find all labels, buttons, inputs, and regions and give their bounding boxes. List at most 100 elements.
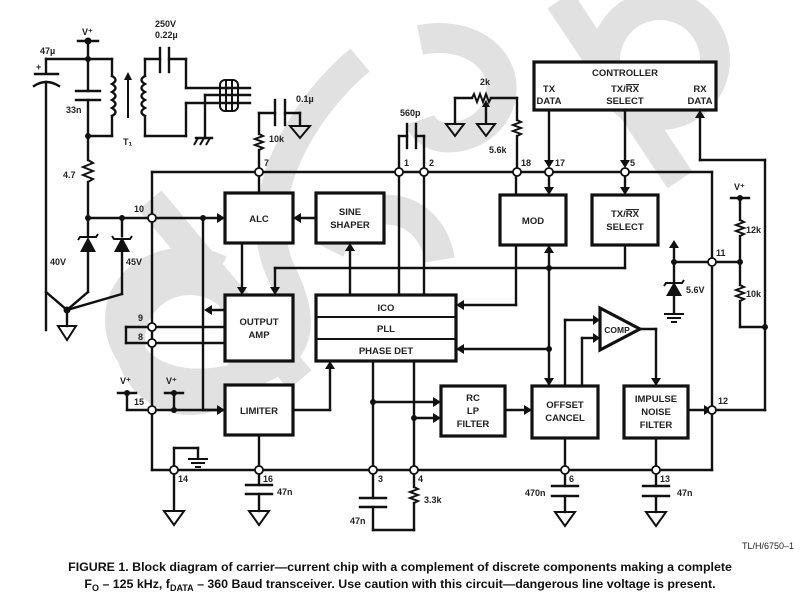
res-3-3k-label: 3.3k: [424, 495, 443, 505]
pin-6-node: [560, 465, 570, 475]
pin-17-label: 17: [555, 158, 565, 168]
controller-block: CONTROLLER TX DATA TX/RX SELECT RX DATA: [532, 60, 718, 112]
line-coupling-network: [32, 37, 252, 342]
controller-rx-data-2: DATA: [688, 96, 713, 107]
pin-1-label: 1: [404, 158, 409, 168]
zener-40v-label: 40V: [50, 257, 66, 267]
res-10k-divider-label: 10k: [746, 289, 762, 299]
cap-33n-label: 33n: [66, 105, 82, 115]
pin-12-label: 12: [718, 396, 728, 406]
cap-560p-label: 560p: [400, 108, 421, 118]
pin-18-node: [512, 167, 522, 177]
pin-8-node: [147, 338, 157, 348]
cap-47n-pin13-label: 47n: [677, 488, 693, 498]
pin-1-node: [394, 167, 404, 177]
vplus-pin15-label: V⁺: [120, 376, 131, 386]
pin-4-node: [409, 465, 419, 475]
controller-title: CONTROLLER: [592, 68, 658, 79]
pin-3-node: [368, 465, 378, 475]
txrx-select-label-1: TX/RX: [611, 209, 640, 220]
rc-lp-label-3: FILTER: [457, 419, 490, 430]
pin-16-node: [254, 465, 264, 475]
pin-3-label: 3: [378, 474, 383, 484]
res-12k-label: 12k: [746, 225, 762, 235]
controller-tx-data-1: TX: [543, 84, 556, 95]
pin-9-label: 9: [138, 313, 143, 323]
impulse-noise-filter-block: IMPULSE NOISE FILTER: [622, 384, 690, 440]
mod-label: MOD: [522, 216, 544, 227]
pin-17-node: [544, 167, 554, 177]
vplus-top-label: V⁺: [82, 27, 93, 37]
impulse-label-3: FILTER: [640, 420, 673, 431]
pin-nodes: [147, 167, 717, 475]
top-external-components: [252, 91, 768, 330]
pin-11-node: [707, 257, 717, 267]
caption-freq-text: – 125 kHz, f: [99, 577, 170, 591]
output-amp-block: OUTPUT AMP: [223, 293, 295, 363]
caption-f-subscript: O: [91, 583, 99, 593]
pin-18-label: 18: [521, 158, 531, 168]
pin-14-node: [169, 465, 179, 475]
controller-rx-data-1: RX: [693, 84, 707, 95]
cap-250v-label: 250V: [155, 19, 176, 29]
cap-470n-label: 470n: [525, 488, 546, 498]
res-10k-label: 10k: [269, 134, 285, 144]
pll-block: ICO PLL PHASE DET: [314, 293, 458, 363]
res-5-6k-label: 5.6k: [489, 145, 508, 155]
controller-txrx-2: SELECT: [606, 96, 644, 107]
txrx-select-block: TX/RX SELECT: [590, 193, 660, 247]
mod-block: MOD: [498, 193, 568, 247]
cap-47n-pin16-label: 47n: [277, 487, 293, 497]
output-amp-label-1: OUTPUT: [239, 317, 278, 328]
pin-8-label: 8: [138, 332, 143, 342]
caption-f-symbol: F: [84, 577, 92, 591]
pll-label: PLL: [377, 324, 395, 335]
cap-0-1u-label: 0.1µ: [296, 94, 314, 104]
ico-label: ICO: [378, 303, 395, 314]
pin-11-label: 11: [716, 248, 726, 258]
sine-shaper-label-1: SINE: [339, 207, 361, 218]
txrx-select-label-2: SELECT: [606, 222, 644, 233]
bottom-external-components: [162, 468, 671, 532]
pin-7-label: 7: [264, 158, 269, 168]
impulse-label-1: IMPULSE: [635, 394, 677, 405]
component-value-labels: 47µ + V⁺ 33n 250V 0.22µ T₁ 4.7 40V 45V 0…: [36, 19, 762, 526]
pin-13-label: 13: [660, 474, 670, 484]
phase-det-label: PHASE DET: [359, 346, 414, 357]
cap-47n-pin3-label: 47n: [350, 516, 366, 526]
controller-txrx-1: TX/RX: [611, 84, 640, 95]
rc-lp-label-2: LP: [467, 406, 480, 417]
pin-2-label: 2: [429, 158, 434, 168]
pin-5-label: 5: [630, 158, 635, 168]
caption-baud-text: – 360 Baud transceiver. Use caution with…: [193, 577, 716, 591]
limiter-label: LIMITER: [240, 406, 278, 417]
res-4-7-label: 4.7: [63, 170, 76, 180]
sine-shaper-label-2: SHAPER: [330, 220, 370, 231]
pot-2k-label: 2k: [480, 77, 491, 87]
impulse-label-2: NOISE: [641, 407, 671, 418]
pin-4-label: 4: [418, 474, 423, 484]
alc-block: ALC: [223, 191, 295, 245]
comparator-block: COMP: [598, 305, 644, 353]
vplus-limiter-label: V⁺: [166, 376, 177, 386]
pin-16-label: 16: [263, 474, 273, 484]
vplus-right-label: V⁺: [734, 182, 745, 192]
rc-lp-filter-block: RC LP FILTER: [439, 384, 507, 438]
pin-12-node: [707, 405, 717, 415]
alc-label: ALC: [249, 214, 269, 225]
offset-cancel-label-2: CANCEL: [545, 413, 585, 424]
pin-9-node: [147, 322, 157, 332]
figure-reference-id: TL/H/6750–1: [741, 541, 794, 551]
pin-15-label: 15: [134, 397, 144, 407]
polarity-plus-label: +: [36, 62, 41, 72]
pin-14-label: 14: [178, 474, 188, 484]
pin-13-node: [651, 465, 661, 475]
pin-15-node: [147, 405, 157, 415]
cap-0-22u-label: 0.22µ: [155, 30, 178, 40]
pin-10-node: [147, 213, 157, 223]
rc-lp-label-1: RC: [466, 393, 480, 404]
comp-label: COMP: [604, 325, 630, 335]
cap-47u-label: 47µ: [40, 46, 55, 56]
figure-caption-line-1: FIGURE 1. Block diagram of carrier—curre…: [68, 560, 732, 574]
offset-cancel-block: OFFSET CANCEL: [530, 384, 600, 440]
